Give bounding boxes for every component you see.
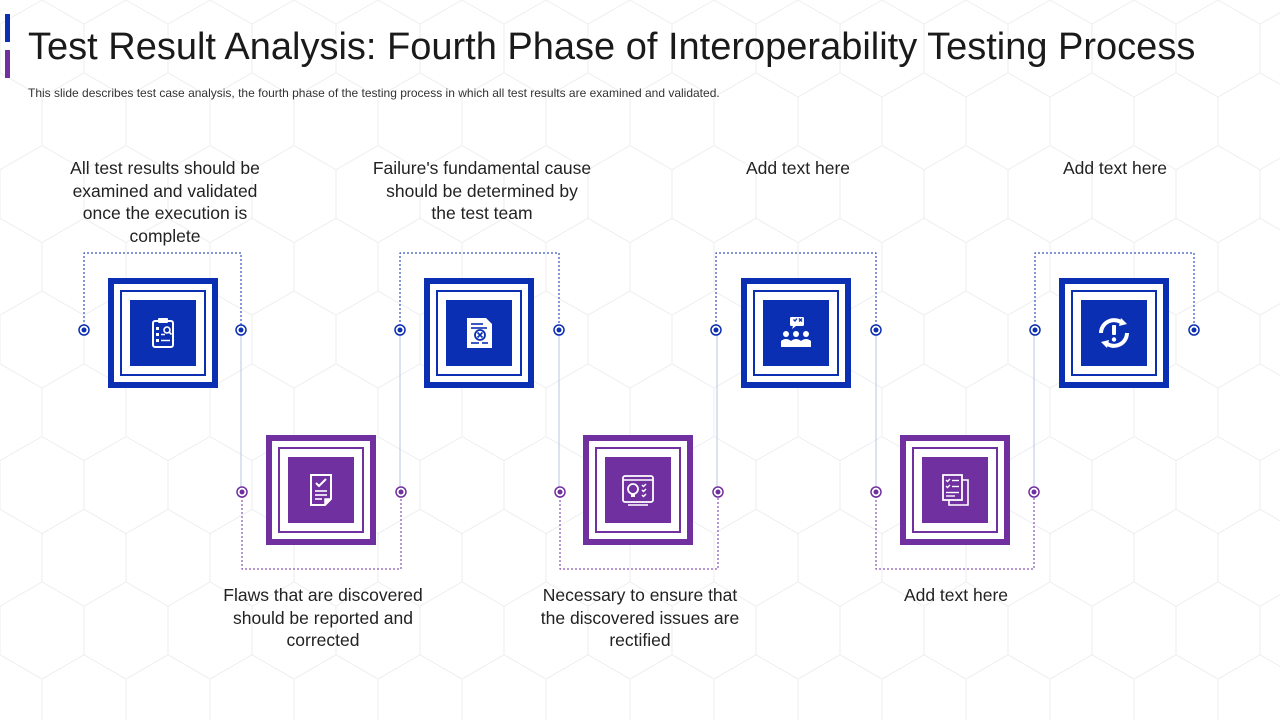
step-7-dot-core-2 xyxy=(1191,327,1197,333)
document-error-icon xyxy=(467,318,492,348)
step-6-label: Add text here xyxy=(903,585,1009,605)
step-6-dot-core-2 xyxy=(1031,489,1037,495)
step-4-dot-core-2 xyxy=(715,489,721,495)
step-6-dot-1 xyxy=(870,486,882,498)
step-4-label: Necessary to ensure that the discovered … xyxy=(540,585,740,650)
step-5-dot-core-2 xyxy=(873,327,879,333)
step-5-dot-core-1 xyxy=(713,327,719,333)
step-4-dot-2 xyxy=(712,486,724,498)
step-6-dot-core-1 xyxy=(873,489,879,495)
team-feedback-icon xyxy=(781,317,811,347)
step-5-box xyxy=(741,278,851,388)
step-2-dot-2 xyxy=(395,486,407,498)
page-subtitle: This slide describes test case analysis,… xyxy=(28,86,720,100)
step-2-box xyxy=(266,435,376,545)
step-2-label: Flaws that are discovered should be repo… xyxy=(223,585,423,650)
step-7-dot-core-1 xyxy=(1032,327,1038,333)
step-1-dot-core-2 xyxy=(238,327,244,333)
step-1-label: All test results should be examined and … xyxy=(70,158,260,246)
step-2-dot-1 xyxy=(236,486,248,498)
step-1-box xyxy=(108,278,218,388)
step-1-dot-core-1 xyxy=(81,327,87,333)
step-7-dot-2 xyxy=(1188,324,1200,336)
step-5-dot-2 xyxy=(870,324,882,336)
step-3-dot-1 xyxy=(394,324,406,336)
step-4-dot-1 xyxy=(554,486,566,498)
document-check-icon xyxy=(310,474,332,506)
step-6-box xyxy=(900,435,1010,545)
idea-checklist-icon xyxy=(622,475,654,506)
checklist-pages-icon xyxy=(942,474,969,506)
clipboard-icon xyxy=(152,318,174,348)
step-1-dot-1 xyxy=(78,324,90,336)
step-3-dot-core-1 xyxy=(397,327,403,333)
step-3-dot-2 xyxy=(553,324,565,336)
accent-bar-blue xyxy=(5,14,10,42)
step-5-label: Add text here xyxy=(745,158,851,178)
accent-bar-purple xyxy=(5,50,10,78)
step-3-dot-core-2 xyxy=(556,327,562,333)
step-7-label: Add text here xyxy=(1062,158,1168,178)
step-4-box xyxy=(583,435,693,545)
step-1-dot-2 xyxy=(235,324,247,336)
step-3-box xyxy=(424,278,534,388)
page-title: Test Result Analysis: Fourth Phase of In… xyxy=(28,26,1196,68)
refresh-alert-icon xyxy=(1099,318,1129,348)
step-2-dot-core-1 xyxy=(239,489,245,495)
step-7-dot-1 xyxy=(1029,324,1041,336)
step-5-dot-1 xyxy=(710,324,722,336)
step-2-dot-core-2 xyxy=(398,489,404,495)
step-6-dot-2 xyxy=(1028,486,1040,498)
step-3-label: Failure's fundamental cause should be de… xyxy=(372,158,592,223)
step-4-dot-core-1 xyxy=(557,489,563,495)
step-7-box xyxy=(1059,278,1169,388)
